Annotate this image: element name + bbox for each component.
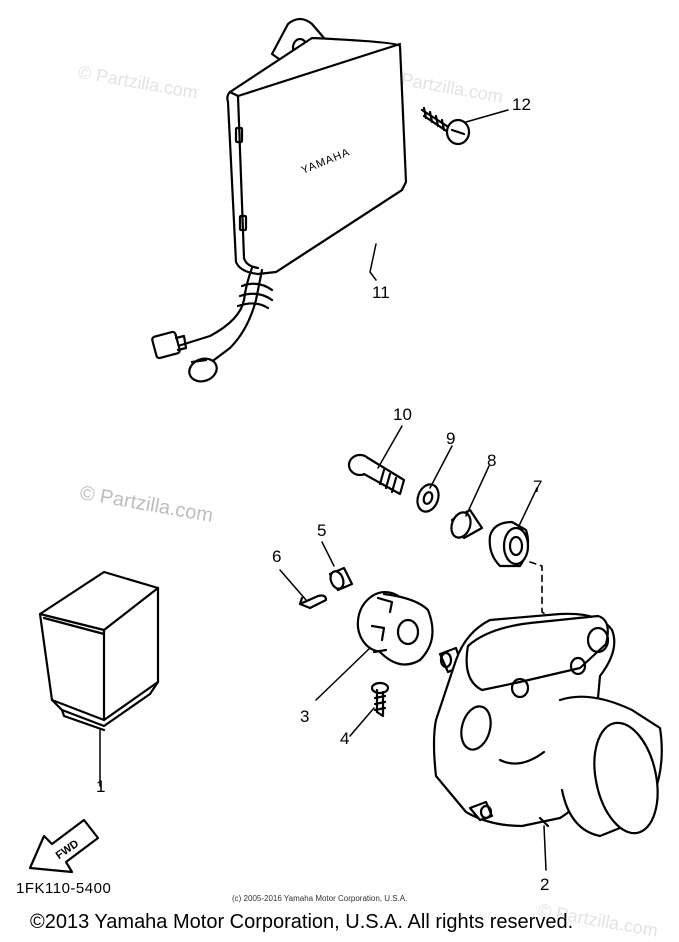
callout-8: 8 [487, 451, 496, 470]
callout-1: 1 [96, 777, 105, 796]
callout-2: 2 [540, 875, 549, 894]
screw-4 [370, 681, 390, 718]
callout-3: 3 [300, 707, 309, 726]
fwd-arrow-icon [28, 818, 100, 874]
collar-8 [450, 508, 484, 540]
grommet-7 [488, 520, 530, 568]
relay-box [38, 570, 160, 732]
screw-12 [420, 106, 471, 146]
small-copyright: (c) 2005-2016 Yamaha Motor Corporation, … [232, 894, 408, 903]
callout-7: 7 [533, 477, 542, 496]
callout-6: 6 [272, 547, 281, 566]
callout-9: 9 [446, 429, 455, 448]
clip-6 [298, 594, 328, 610]
leader-lines [99, 109, 547, 871]
bolt-10 [347, 453, 406, 496]
starter-solenoid [432, 612, 663, 838]
pin-5 [328, 566, 354, 592]
callout-12: 12 [512, 95, 531, 114]
part-code: 1FK110-5400 [16, 880, 112, 897]
callout-5: 5 [317, 521, 326, 540]
callout-11: 11 [372, 283, 390, 302]
retainer-3 [356, 591, 434, 666]
callout-10: 10 [393, 405, 412, 424]
footer-copyright: ©2013 Yamaha Motor Corporation, U.S.A. A… [30, 911, 574, 933]
cdi-unit [151, 17, 408, 383]
callout-4: 4 [340, 729, 349, 748]
washer-9 [416, 483, 440, 513]
callout-labels: 1 2 3 4 5 6 7 8 9 10 11 12 [96, 95, 549, 894]
